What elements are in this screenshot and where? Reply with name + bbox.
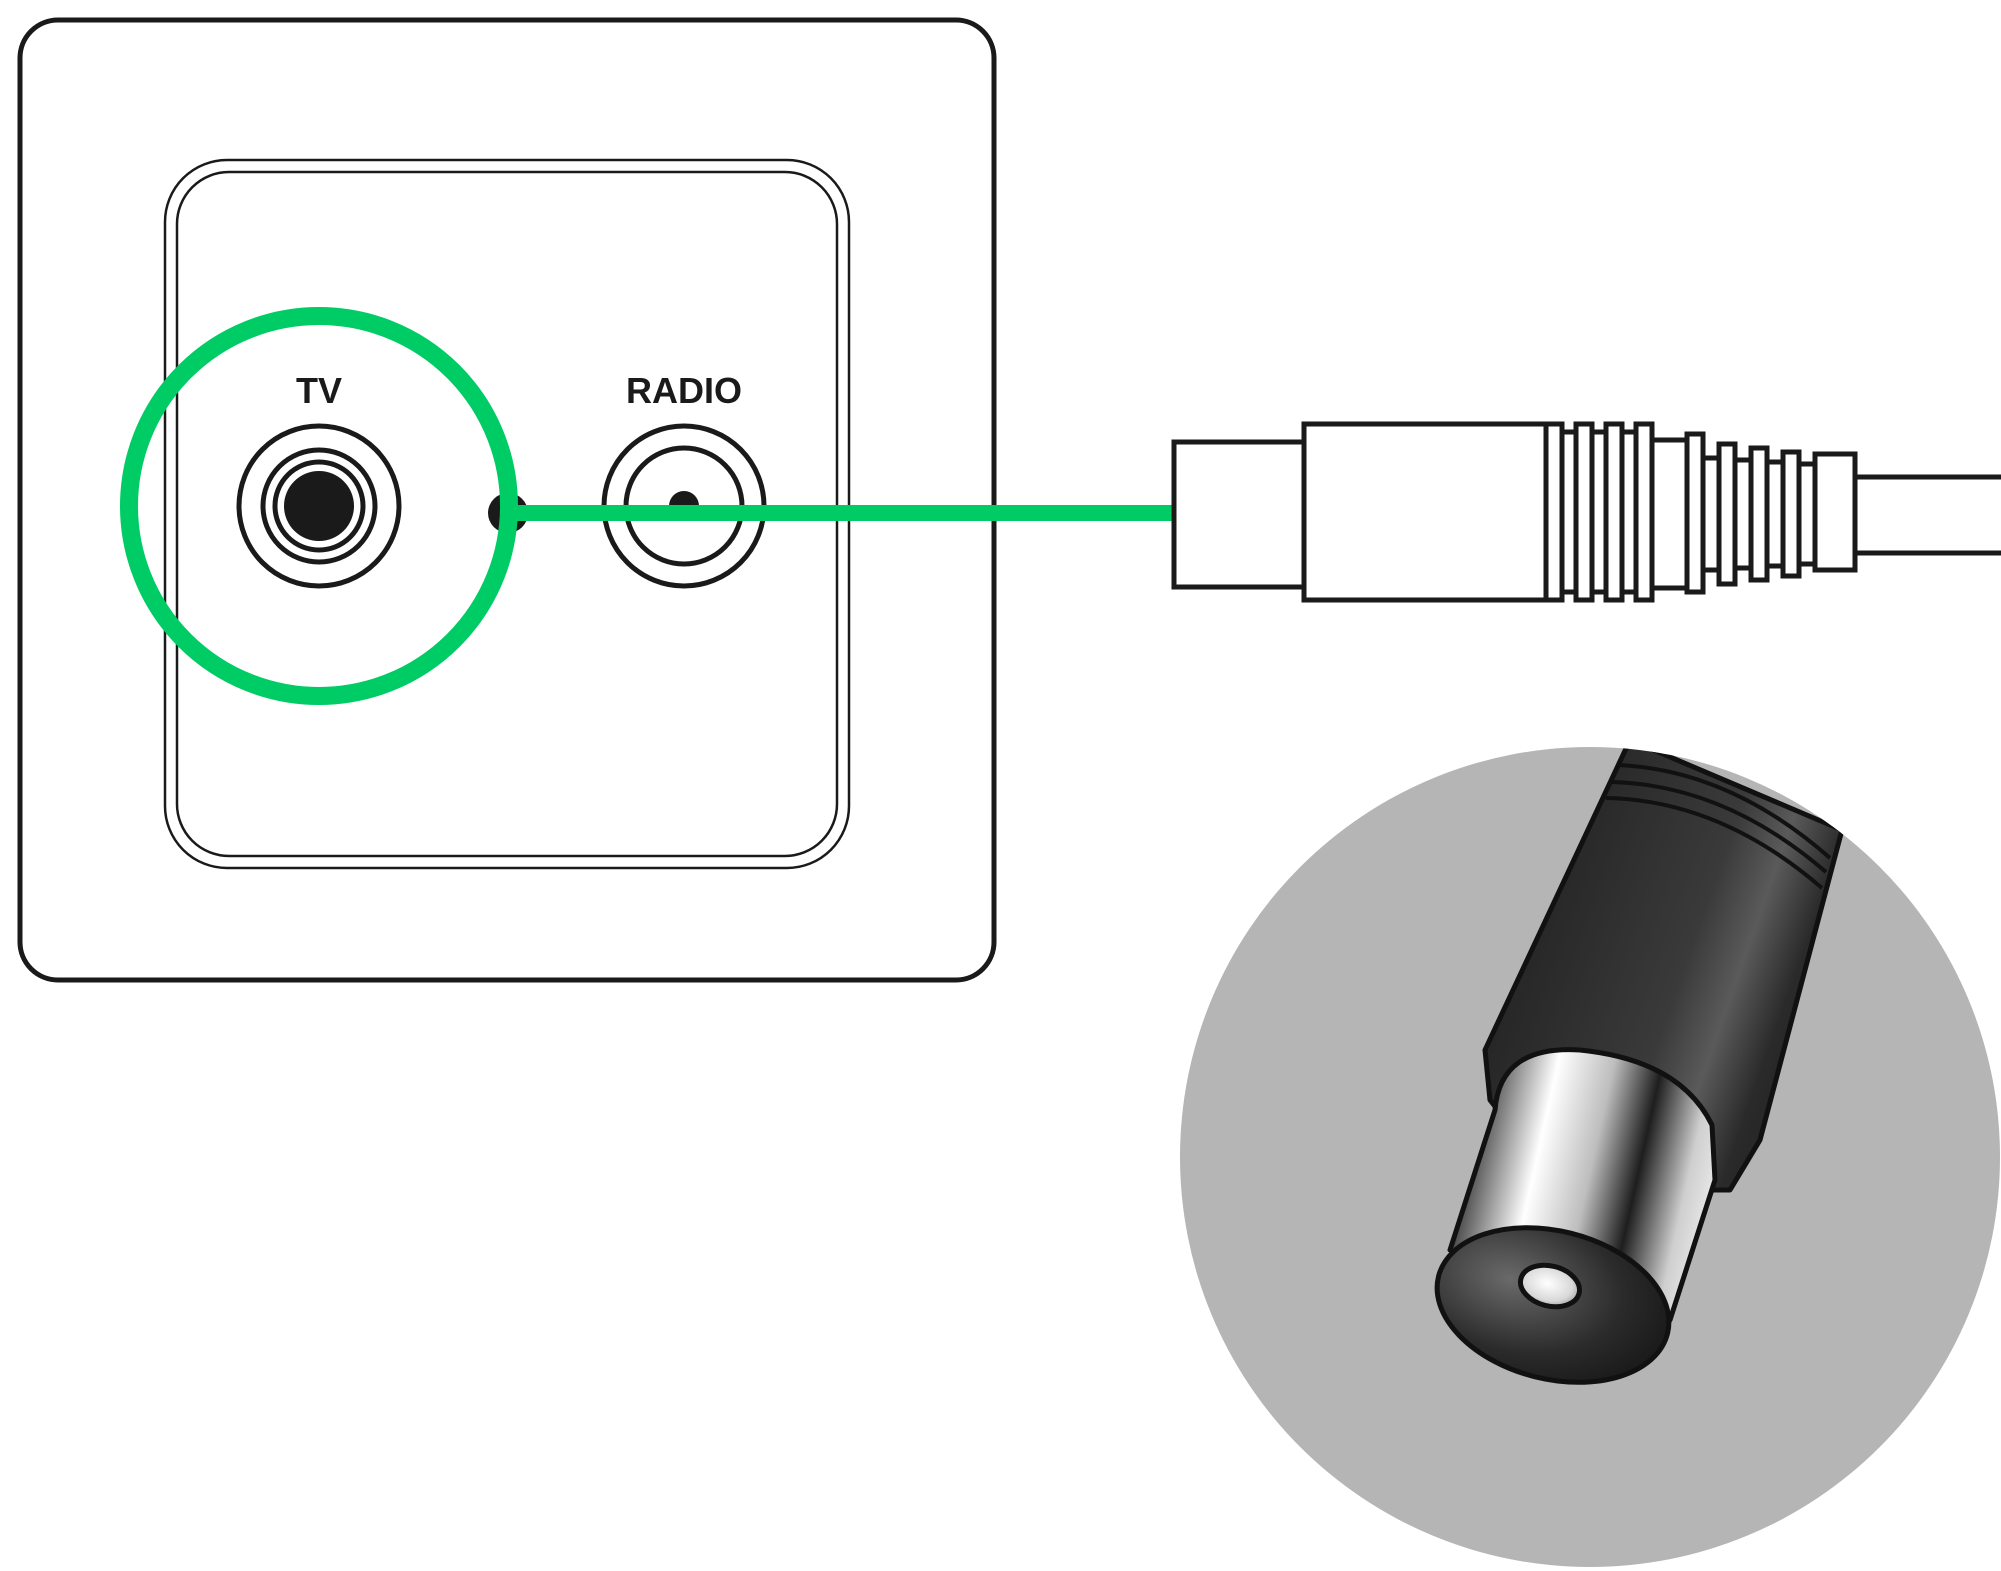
zoom-plug-ribs — [1605, 763, 1832, 890]
radio-label: RADIO — [626, 370, 742, 411]
plug-neck — [1649, 437, 1690, 591]
plug-tip — [1171, 439, 1307, 590]
tv-socket-hole — [284, 471, 354, 541]
radio-socket: RADIO — [601, 370, 767, 589]
coax-plug-outline — [1171, 421, 2001, 603]
tv-socket: TV — [236, 370, 402, 589]
plug-body — [1301, 421, 1549, 603]
zoom-plug-center-hole — [1517, 1262, 1583, 1310]
strain-relief-segment — [1812, 451, 1858, 573]
tv-label: TV — [296, 370, 342, 411]
plug-cable — [1855, 474, 2001, 556]
plug-zoom-detail — [1180, 747, 2000, 1567]
tv-socket-highlight — [120, 307, 1174, 705]
